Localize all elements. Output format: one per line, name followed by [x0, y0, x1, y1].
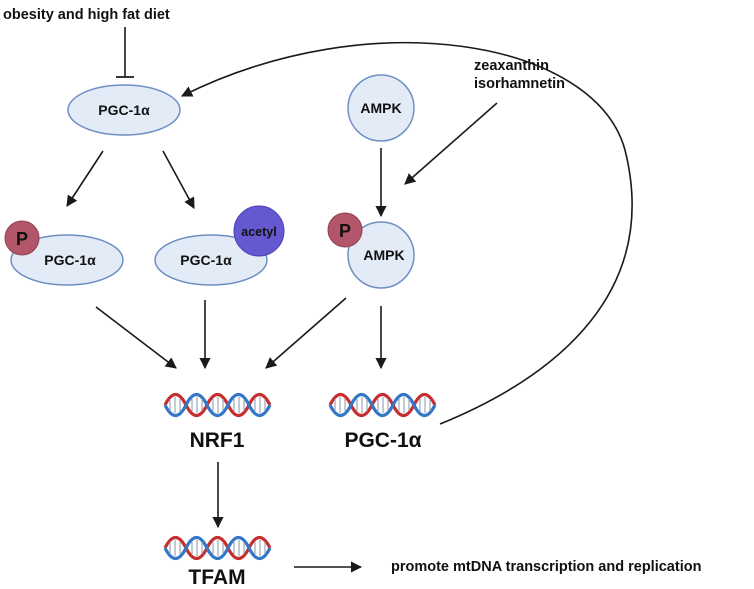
compound-label-isorhamnetin: isorhamnetin [474, 76, 565, 92]
pgc1a-node-top-label: PGC-1α [98, 102, 150, 118]
pgc1a-phospho-label: PGC-1α [44, 252, 96, 268]
phospho-badge-2-label: P [339, 221, 351, 241]
tfam-dna-icon [163, 535, 272, 561]
phospho-badge-2 [327, 212, 363, 248]
nrf1-dna-icon [163, 392, 272, 418]
ampk-node-top [347, 74, 415, 142]
phospho-badge-1 [4, 220, 40, 256]
arrow-pgc1a-to-acetyl [162, 150, 195, 209]
pgc1a-acetyl-label: PGC-1α [180, 252, 232, 268]
pgc1a-gene-label: PGC-1α [344, 429, 421, 452]
acetyl-badge-label: acetyl [241, 225, 276, 239]
ampk-phospho-label: AMPK [363, 247, 404, 263]
ampk-phospho-node [347, 221, 415, 289]
arrow-compounds-to-ampk [404, 102, 498, 185]
tfam-gene-label: TFAM [188, 566, 245, 589]
nrf1-gene-label: NRF1 [190, 429, 245, 452]
arrow-ampk-to-nrf1 [265, 297, 347, 369]
acetyl-badge [233, 205, 285, 257]
pgc1a-acetyl-node [154, 234, 268, 286]
stimulus-label: obesity and high fat diet [3, 7, 170, 23]
ampk-node-top-label: AMPK [360, 100, 401, 116]
arrow-pgc1a-to-phospho [66, 150, 104, 207]
outcome-label: promote mtDNA transcription and replicat… [391, 559, 701, 575]
pgc1a-dna-icon [328, 392, 437, 418]
feedback-arrow [180, 41, 633, 425]
arrow-phospho-to-nrf1 [95, 306, 177, 369]
phospho-badge-1-label: P [16, 229, 28, 249]
pgc1a-node-top [67, 84, 181, 136]
pgc1a-phospho-node [10, 234, 124, 286]
